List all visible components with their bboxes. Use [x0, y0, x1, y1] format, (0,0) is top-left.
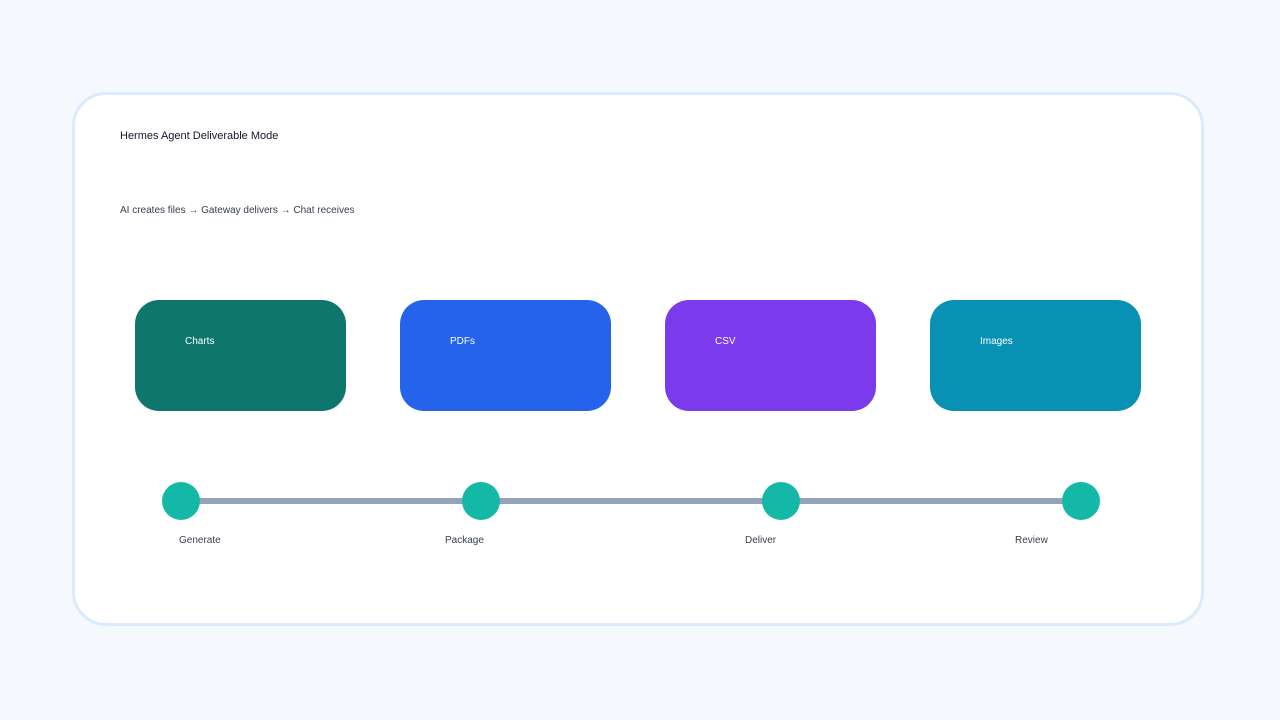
pipeline-node-generate	[162, 482, 200, 520]
pipeline-node-review	[1062, 482, 1100, 520]
pipeline-step-label: Review	[1015, 535, 1048, 546]
deliverable-label: CSV	[715, 336, 736, 347]
pipeline-node-deliver	[762, 482, 800, 520]
deliverable-label: PDFs	[450, 336, 475, 347]
deliverable-tile-csv: CSV	[665, 300, 876, 411]
deliverable-tile-charts: Charts	[135, 300, 346, 411]
deliverable-tile-images: Images	[930, 300, 1141, 411]
deliverable-label: Images	[980, 336, 1013, 347]
diagram-title: Hermes Agent Deliverable Mode	[120, 130, 279, 142]
pipeline-track	[180, 498, 1080, 504]
pipeline-step-label: Package	[445, 535, 484, 546]
diagram-subtitle: AI creates files → Gateway delivers → Ch…	[120, 205, 355, 216]
deliverable-tile-pdfs: PDFs	[400, 300, 611, 411]
pipeline-step-label: Deliver	[745, 535, 777, 546]
pipeline-step-label: Generate	[179, 535, 221, 546]
deliverable-label: Charts	[185, 336, 215, 347]
pipeline-node-package	[462, 482, 500, 520]
